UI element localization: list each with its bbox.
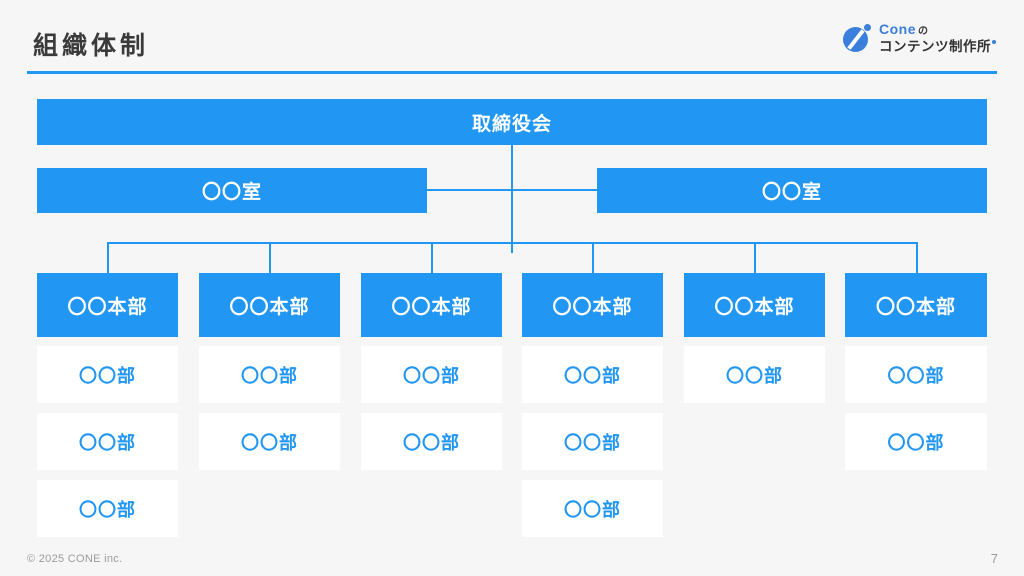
org-box-dept: 〇〇部: [37, 480, 178, 537]
org-box-dept: 〇〇部: [199, 346, 340, 403]
org-box-division-2: 〇〇本部: [199, 273, 340, 337]
org-box-dept: 〇〇部: [845, 346, 987, 403]
org-box-dept: 〇〇部: [845, 413, 987, 470]
connector-offices-horizontal: [427, 189, 597, 191]
logo-mark-icon: [843, 24, 871, 53]
connector-drop-2: [269, 242, 271, 273]
footer-copyright: © 2025 CONE inc.: [27, 553, 123, 565]
logo-circle-icon: [843, 27, 868, 53]
org-box-division-3: 〇〇本部: [361, 273, 502, 337]
connector-drop-5: [754, 242, 756, 273]
org-box-dept: 〇〇部: [684, 346, 825, 403]
org-box-division-1: 〇〇本部: [37, 273, 178, 337]
org-box-dept: 〇〇部: [361, 413, 502, 470]
org-box-dept: 〇〇部: [37, 346, 178, 403]
logo-brand: Cone: [879, 21, 916, 37]
org-box-office-left: 〇〇室: [37, 168, 427, 213]
connector-drop-6: [916, 242, 918, 273]
logo-dot-icon: [864, 24, 871, 32]
org-box-board: 取締役会: [37, 99, 987, 145]
org-box-dept: 〇〇部: [522, 480, 663, 537]
org-box-division-4: 〇〇本部: [522, 273, 663, 337]
company-logo: Cone の コンテンツ制作所: [843, 21, 996, 55]
logo-particle: の: [918, 26, 928, 37]
org-box-dept: 〇〇部: [522, 346, 663, 403]
org-box-dept: 〇〇部: [37, 413, 178, 470]
org-box-dept: 〇〇部: [199, 413, 340, 470]
connector-drop-1: [107, 242, 109, 273]
footer-page-number: 7: [990, 551, 998, 566]
org-box-dept: 〇〇部: [361, 346, 502, 403]
org-box-division-5: 〇〇本部: [684, 273, 825, 337]
org-box-division-6: 〇〇本部: [845, 273, 987, 337]
connector-drop-3: [431, 242, 433, 273]
page-title: 組織体制: [33, 32, 150, 60]
logo-slash-icon: [846, 29, 865, 50]
logo-superscript-dot-icon: [992, 39, 996, 44]
logo-subtitle: コンテンツ制作所: [879, 38, 991, 54]
org-box-office-right: 〇〇室: [597, 168, 987, 213]
connector-board-vertical: [511, 145, 513, 253]
logo-text: Cone の コンテンツ制作所: [879, 21, 996, 55]
connector-divisions-horizontal: [107, 242, 917, 244]
connector-drop-4: [592, 242, 594, 273]
title-underline: [27, 71, 997, 74]
org-box-dept: 〇〇部: [522, 413, 663, 470]
